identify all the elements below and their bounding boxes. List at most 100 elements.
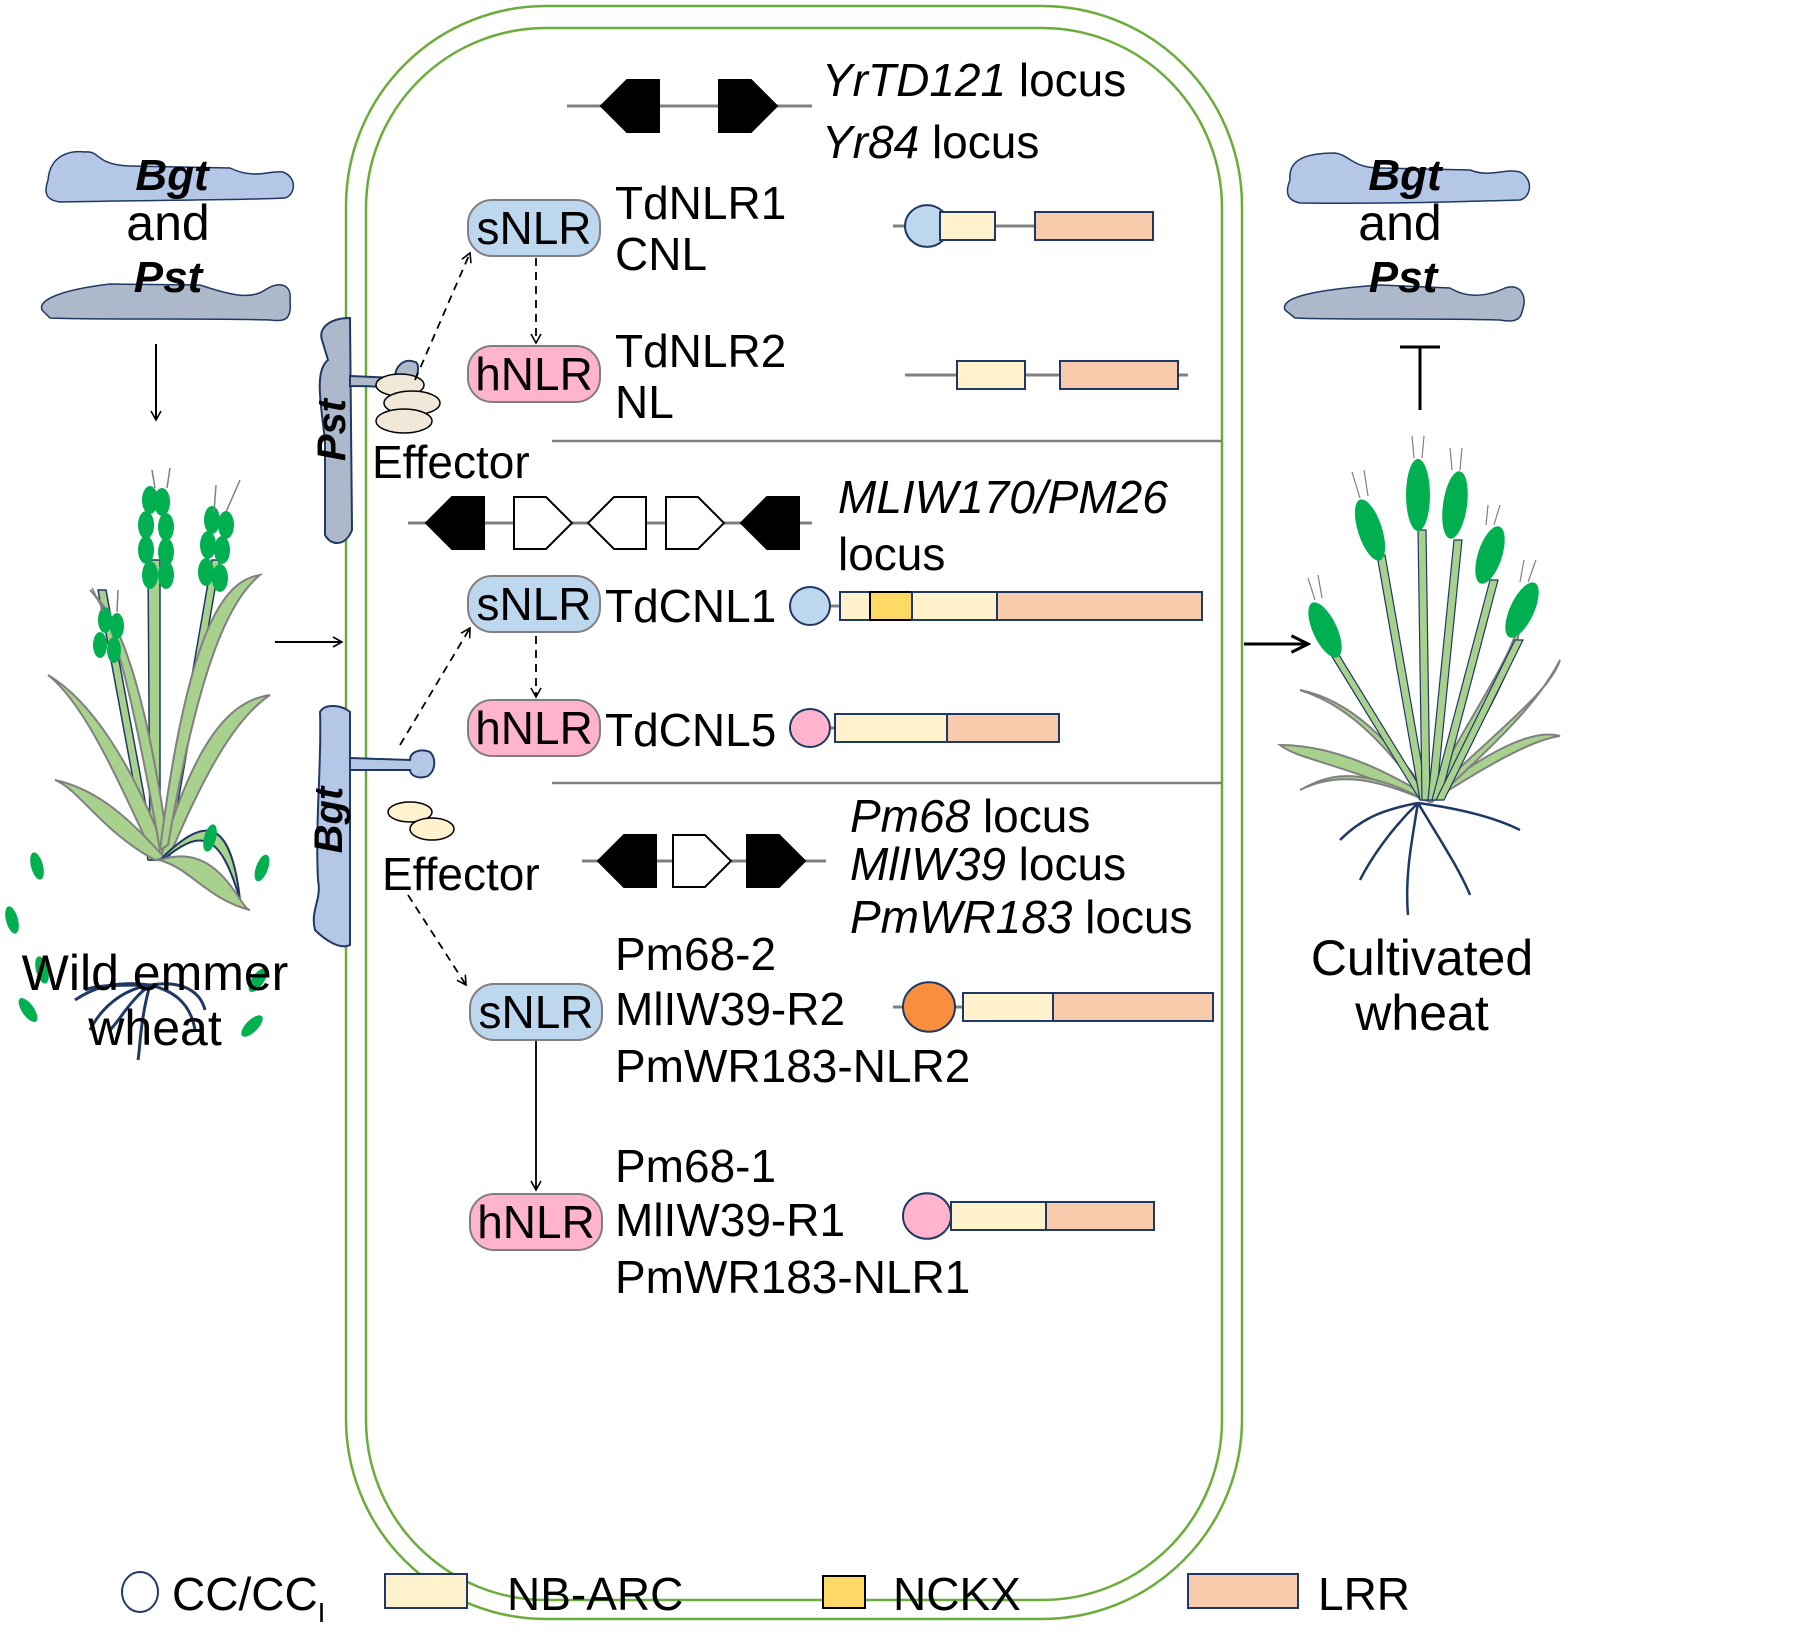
bgt-spore-icon [45,150,295,203]
locus-suffix: locus [970,790,1090,842]
domain-architecture [789,586,1203,626]
domain-architecture [789,708,1060,748]
locus-gene-name: MlIW39 [850,838,1006,890]
nbarc-domain [962,992,1054,1022]
bgt-hypha-icon [312,705,351,948]
locus-label: MLIW170/PM26 [838,471,1168,523]
locus-diagram [582,834,826,888]
nbarc-domain [950,1201,1047,1231]
locus-label: Yr84 locus [822,116,1039,168]
nbarc-domain [834,713,948,743]
gene-arrow-reverse-open [586,496,647,550]
legend-label-subscript: I [318,1597,326,1628]
bgt-effector-label: Effector [382,848,540,900]
locus-label: YrTD121 locus [822,54,1126,106]
gene-name: PmWR183-NLR1 [615,1251,970,1303]
legend-item-nckx: NCKX [822,1568,1021,1620]
locus-label: Pm68 locus [850,790,1090,842]
cc-legend-swatch [121,1571,159,1613]
bgt-effector-icon [387,801,455,841]
legend-label: NCKX [893,1568,1021,1620]
left-and-label: and [126,195,209,251]
left-pathogen-group: Bgt and Pst [40,150,295,422]
legend-label-main: NB-ARC [507,1568,683,1620]
legend-item-nb-arc: NB-ARC [384,1568,683,1620]
cc-domain [902,981,956,1033]
cc-domain [902,1192,952,1240]
locus-diagram [408,496,812,550]
legend-item-lrr: LRR [1187,1568,1410,1620]
locus-suffix: locus [838,528,945,580]
pst-effector-label: Effector [372,436,530,488]
gene-name: Pm68-1 [615,1140,776,1192]
legend-label: CC/CCI [172,1568,325,1628]
wild-emmer-label-line1: Wild emmer [22,945,289,1001]
wild-emmer-wheat-icon [5,467,271,1061]
cultivated-label-line1: Cultivated [1311,930,1533,986]
nbarc-domain [939,211,996,241]
right-pathogen-group: Bgt and Pst [1283,151,1531,410]
gene-name: NL [615,376,674,428]
domain-legend: CC/CCI NB-ARC NCKX LRR [121,1568,1410,1628]
bgt-haustorium: Bgt Effector [307,626,540,987]
nlr-role-label: hNLR [475,702,593,754]
left-bgt-label: Bgt [135,151,211,200]
hnlr-badge [469,1193,603,1251]
locus-suffix: locus [1006,838,1126,890]
locus-gene-name: YrTD121 [822,54,1006,106]
nbarc-domain [839,591,871,621]
hnlr-badge [467,345,601,403]
snlr-badge [467,199,601,257]
locus-diagram [567,79,812,133]
locus-label: PmWR183 locus [850,891,1193,943]
nlr-role-label: sNLR [476,578,591,630]
pst-spore-icon-right [1283,284,1525,322]
gene-name: PmWR183-NLR2 [615,1040,970,1092]
gene-arrow-reverse-filled [596,834,657,888]
gene-arrow-forward-open [665,496,726,550]
gene-name: Pm68-2 [615,928,776,980]
cc-domain [789,586,831,626]
gene-name: CNL [615,228,707,280]
gene-name: MlIW39-R1 [615,1194,845,1246]
gene-name: TdNLR1 [615,177,786,229]
nlr-role-label: sNLR [478,986,593,1038]
legend-label: LRR [1318,1568,1410,1620]
pst-rotated-label: Pst [310,397,354,461]
legend-label-main: NCKX [893,1568,1021,1620]
domain-architecture [893,204,1154,248]
cell-wall-inner [364,26,1224,1602]
gene-arrow-reverse-filled [599,79,660,133]
nlr-role-label: hNLR [477,1196,595,1248]
domain-architecture [905,360,1188,390]
nlr-role-label: sNLR [476,202,591,254]
gene-name: MlIW39-R2 [615,983,845,1035]
nckx-legend-swatch [822,1575,866,1609]
locus-label: locus [838,528,945,580]
wild-emmer-label-line2: wheat [87,1000,222,1056]
locus-gene-name: PmWR183 [850,891,1073,943]
right-and-label: and [1358,195,1441,251]
gene-name: TdNLR2 [615,325,786,377]
nbarc-domain [911,591,998,621]
lrr-domain [1052,992,1214,1022]
cultivated-label-line2: wheat [1354,985,1489,1041]
gene-name: TdCNL5 [605,704,776,756]
pst-effector-icon [375,373,441,434]
locus-gene-name: Pm68 [850,790,971,842]
pst-spore-icon [40,283,292,322]
snlr-badge [467,575,601,633]
lrr-legend-swatch [1187,1573,1299,1609]
locus-suffix: locus [1072,891,1192,943]
nlr-role-label: hNLR [475,348,593,400]
gene-arrow-forward-filled [718,79,779,133]
domain-architecture [902,1192,1155,1240]
